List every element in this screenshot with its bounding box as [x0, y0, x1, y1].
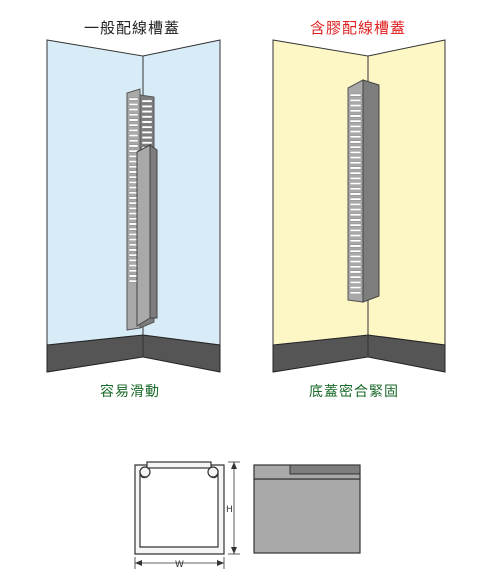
w-dimension-label: W	[175, 560, 184, 570]
right-duct-slot	[349, 135, 362, 139]
h-dimension-label: H	[226, 505, 233, 515]
right-duct-slot	[349, 228, 362, 232]
left-panel-title: 一般配線槽蓋	[84, 19, 181, 37]
right-duct-slot	[349, 156, 362, 159]
duct-cross-section: H W	[134, 461, 240, 570]
duct-side-view	[253, 464, 361, 554]
right-duct-slot	[349, 176, 362, 180]
right-duct-slot	[349, 130, 362, 133]
left-duct-upper-slot	[141, 120, 153, 124]
left-panel-caption: 容易滑動	[100, 384, 160, 400]
right-duct-slot	[349, 109, 362, 113]
left-duct-upper-slot	[141, 99, 153, 103]
right-duct-slot	[349, 213, 362, 217]
left-duct-slot	[128, 144, 139, 148]
right-duct-slot	[349, 270, 362, 274]
left-duct-upper-slot	[141, 110, 153, 113]
right-duct-slot	[349, 161, 362, 165]
left-duct-slot	[128, 139, 139, 143]
right-duct-slot	[349, 218, 362, 222]
side-view-cover-step	[289, 464, 361, 475]
left-duct-cover-side	[149, 144, 158, 319]
side-view-body	[253, 478, 361, 554]
right-duct-slot	[349, 124, 362, 128]
right-duct-slot	[349, 140, 362, 144]
left-duct-slot	[128, 134, 139, 137]
cross-section-left-lip	[139, 466, 151, 478]
right-duct-slot	[349, 223, 362, 227]
right-duct-slot	[349, 254, 362, 258]
right-duct-slot	[349, 182, 362, 185]
right-duct-slot	[349, 114, 362, 118]
h-arrow-bottom	[231, 547, 237, 554]
right-duct-channel	[347, 79, 364, 303]
right-duct-slot	[349, 166, 362, 170]
left-duct-slot	[128, 118, 139, 122]
left-duct-slot	[128, 113, 139, 117]
cross-section-profile	[134, 464, 225, 555]
right-duct	[347, 79, 380, 303]
right-duct-slot	[349, 281, 362, 284]
right-duct-slot	[349, 119, 362, 123]
right-corner-walls	[272, 39, 446, 373]
w-arrow-right	[217, 560, 224, 566]
left-duct-slot	[128, 108, 139, 111]
right-duct-slot	[349, 249, 362, 253]
left-corner-walls	[46, 39, 221, 373]
left-duct-slot	[128, 97, 139, 101]
right-duct-slot	[349, 239, 362, 243]
left-duct-slot	[128, 102, 139, 106]
left-duct-slot	[128, 128, 139, 132]
right-duct-slot	[349, 208, 362, 211]
left-duct-upper-slot	[141, 104, 153, 108]
right-panel-title: 含膠配線槽蓋	[310, 19, 407, 37]
left-duct-upper-slot	[141, 115, 153, 119]
right-wall-right	[367, 39, 446, 351]
left-duct-upper-slot	[141, 125, 153, 129]
right-duct-slot	[349, 275, 362, 279]
right-duct-slot	[349, 104, 362, 107]
right-duct-slot	[349, 265, 362, 269]
right-duct-slot	[349, 244, 362, 248]
left-duct-cover	[136, 144, 151, 327]
left-duct-upper-slot	[141, 136, 153, 139]
left-duct	[126, 88, 158, 331]
right-duct-slot	[349, 98, 362, 102]
right-duct-slot	[349, 202, 362, 206]
w-arrow-left	[135, 560, 142, 566]
right-duct-slot	[349, 93, 362, 97]
right-duct-slot	[349, 234, 362, 237]
right-duct-slot	[349, 192, 362, 196]
cross-section-cover	[146, 461, 212, 469]
right-duct-slot	[349, 150, 362, 154]
left-duct-upper-slot	[141, 141, 153, 145]
right-duct-slot	[349, 187, 362, 191]
right-duct-cover	[362, 79, 380, 303]
right-duct-slot	[349, 286, 362, 289]
right-duct-slot	[349, 260, 362, 263]
right-panel-caption: 底蓋密合緊固	[309, 384, 399, 400]
left-duct-upper-slot	[141, 130, 153, 134]
h-arrow-top	[231, 462, 237, 469]
right-duct-slot	[349, 145, 362, 149]
right-duct-slot	[349, 291, 362, 295]
left-duct-slot	[128, 123, 139, 127]
right-duct-slot	[349, 171, 362, 175]
cross-section-right-lip	[207, 466, 219, 478]
right-duct-slot	[349, 197, 362, 201]
